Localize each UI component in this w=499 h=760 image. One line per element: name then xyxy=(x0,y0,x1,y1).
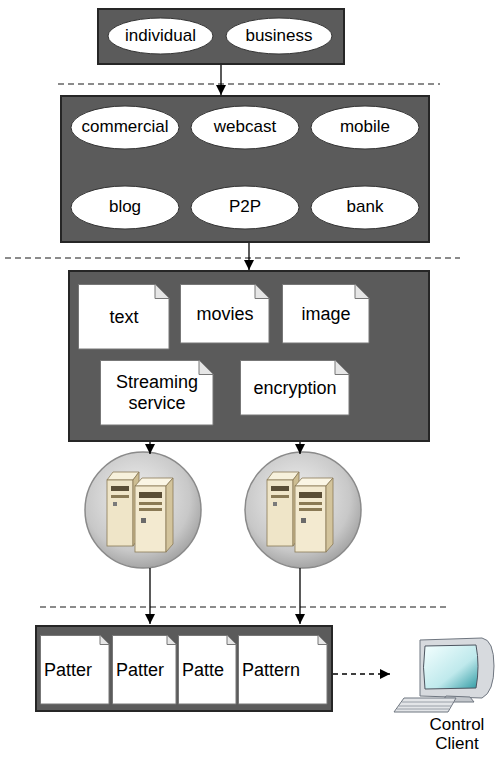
pattern-document: Patter xyxy=(40,635,110,705)
ellipse-outline xyxy=(226,18,332,54)
document-fold xyxy=(227,636,236,645)
layer-band: Patter Patter Patte Pattern xyxy=(35,625,333,712)
separator-line xyxy=(58,83,440,84)
document-fold xyxy=(100,636,109,645)
document-fold xyxy=(318,636,327,645)
ellipse-outline xyxy=(191,106,299,149)
content-document: encryption xyxy=(240,360,350,416)
node-label: business xyxy=(245,27,312,46)
document-outline xyxy=(283,285,370,344)
category-ellipse: webcast xyxy=(190,105,300,150)
flow-connector xyxy=(333,673,390,674)
document-outline xyxy=(113,636,177,705)
ellipse-outline xyxy=(108,18,213,54)
server-symbol xyxy=(85,452,361,568)
ellipse-outline xyxy=(71,186,179,229)
layer-band: individual business xyxy=(97,8,345,65)
document-outline xyxy=(179,636,237,705)
category-ellipse: business xyxy=(225,17,333,55)
document-fold xyxy=(199,361,213,375)
node-label: commercial xyxy=(82,118,169,137)
node-label: P2P xyxy=(229,198,261,217)
node-label: Pattern xyxy=(242,660,300,681)
pattern-document: Pattern xyxy=(238,635,328,705)
device-label: Control Client xyxy=(420,715,494,753)
ellipse-outline xyxy=(71,106,179,149)
category-ellipse: mobile xyxy=(310,105,420,150)
content-document: text xyxy=(78,284,170,350)
category-ellipse: P2P xyxy=(190,185,300,230)
document-fold xyxy=(355,285,369,299)
node-label: movies xyxy=(196,304,253,325)
content-document: Streaming service xyxy=(100,360,214,426)
document-outline xyxy=(239,636,328,705)
category-ellipse: blog xyxy=(70,185,180,230)
server-symbol xyxy=(85,452,201,568)
node-label: Patte xyxy=(182,660,224,681)
document-fold xyxy=(167,636,176,645)
computer-symbol xyxy=(420,638,494,698)
document-outline xyxy=(181,285,270,344)
node-label: mobile xyxy=(340,118,390,137)
pattern-document: Patter xyxy=(112,635,177,705)
document-fold xyxy=(255,285,269,299)
node-label: Streaming service xyxy=(107,372,207,413)
layer-band: text movies imageStreaming service encrypti… xyxy=(68,270,430,442)
node-label: image xyxy=(301,304,350,325)
category-ellipse: bank xyxy=(310,185,420,230)
flow-connector xyxy=(248,243,249,270)
node-label: Patter xyxy=(116,660,164,681)
node-label: encryption xyxy=(253,378,336,399)
computer-symbol xyxy=(424,645,479,689)
control-client-computer: Control Client xyxy=(390,636,496,756)
ellipse-outline xyxy=(191,186,299,229)
document-fold xyxy=(335,361,349,375)
server-symbol xyxy=(245,452,361,568)
flow-arrow xyxy=(299,568,300,624)
separator-line xyxy=(5,257,460,258)
separator-line xyxy=(5,84,460,607)
ellipse-outline xyxy=(311,106,419,149)
document-outline xyxy=(241,361,350,416)
document-outline xyxy=(101,361,214,426)
document-outline xyxy=(41,636,110,705)
flow-arrow xyxy=(149,568,150,624)
node-label: bank xyxy=(347,198,384,217)
document-fold xyxy=(155,285,169,299)
node-label: blog xyxy=(109,198,141,217)
node-label: Patter xyxy=(44,660,92,681)
pattern-document: Patte xyxy=(178,635,237,705)
ellipse-outline xyxy=(311,186,419,229)
flow-arrow xyxy=(149,442,150,454)
control-client-computer-outline xyxy=(390,636,496,714)
category-ellipse: commercial xyxy=(70,105,180,150)
node-label: individual xyxy=(125,27,196,46)
computer-symbol xyxy=(394,698,456,712)
computer-symbol xyxy=(397,702,453,709)
layer-band: commercial webcast mobile blog P2P bank xyxy=(60,95,430,243)
separator-line xyxy=(40,606,450,607)
node-label: webcast xyxy=(214,118,276,137)
flow-arrow xyxy=(299,442,300,454)
document-outline xyxy=(79,285,170,350)
flow-arrow xyxy=(150,442,300,624)
content-document: image xyxy=(282,284,370,344)
flow-connector xyxy=(220,65,221,95)
content-document: movies xyxy=(180,284,270,344)
category-ellipse: individual xyxy=(107,17,214,55)
node-label: text xyxy=(109,307,138,328)
